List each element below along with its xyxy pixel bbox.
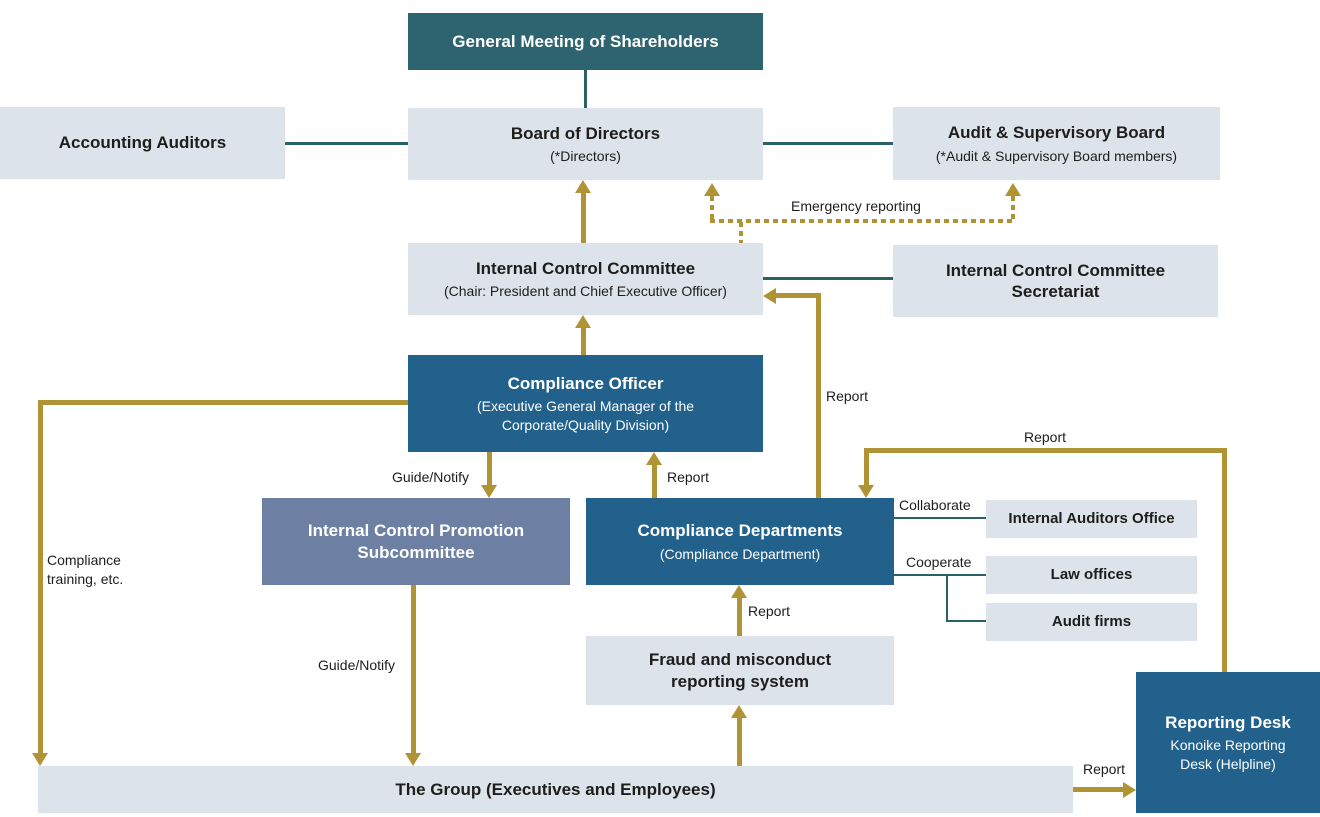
arrow-cd-to-icc-vertical bbox=[816, 293, 821, 498]
node-internal-auditors-office: Internal Auditors Office bbox=[986, 500, 1197, 538]
connector-icc-secretariat bbox=[763, 277, 893, 280]
label-collaborate: Collaborate bbox=[899, 497, 971, 513]
label-report-desk-to-cd: Report bbox=[1024, 429, 1067, 445]
arrowhead-co-to-subcommittee bbox=[481, 485, 497, 498]
node-audit-firms: Audit firms bbox=[986, 603, 1197, 641]
node-the-group-title: The Group (Executives and Employees) bbox=[395, 779, 716, 799]
label-report-cd-to-icc: Report bbox=[826, 388, 869, 404]
dashed-icc-stub bbox=[739, 222, 743, 243]
arrow-co-to-subcommittee-line bbox=[487, 452, 492, 485]
node-compliance-departments: Compliance Departments (Compliance Depar… bbox=[586, 498, 894, 585]
node-compliance-officer-subtitle: (Executive General Manager of the Corpor… bbox=[476, 398, 695, 433]
node-accounting-auditors-title: Accounting Auditors bbox=[58, 133, 227, 153]
node-audit-firms-title: Audit firms bbox=[1051, 612, 1132, 630]
label-guide-notify-bottom: Guide/Notify bbox=[318, 657, 396, 673]
node-internal-auditors-office-title: Internal Auditors Office bbox=[1008, 509, 1175, 527]
arrowhead-cd-to-co bbox=[646, 452, 662, 465]
arrow-cd-to-co-line bbox=[652, 465, 657, 498]
arrowhead-training-to-group bbox=[32, 753, 48, 766]
node-reporting-desk-title: Reporting Desk bbox=[1165, 713, 1291, 733]
arrowhead-fraud-to-cd bbox=[731, 585, 747, 598]
node-internal-control-committee-title: Internal Control Committee bbox=[475, 258, 696, 278]
arrow-desk-to-cd-horizontal bbox=[864, 448, 1227, 453]
label-guide-notify-top: Guide/Notify bbox=[392, 469, 470, 485]
arrow-cd-to-icc-horizontal bbox=[776, 293, 821, 298]
node-the-group: The Group (Executives and Employees) bbox=[38, 766, 1073, 813]
node-compliance-officer-title: Compliance Officer bbox=[507, 374, 664, 394]
arrow-icc-to-bod-line bbox=[581, 192, 586, 243]
connector-gms-bod bbox=[584, 70, 587, 108]
arrowhead-cd-to-icc bbox=[763, 288, 776, 304]
label-report-fraud-to-cd: Report bbox=[748, 603, 791, 619]
arrowhead-subcommittee-to-group bbox=[405, 753, 421, 766]
connector-bod-asb bbox=[763, 142, 893, 145]
node-accounting-auditors: Accounting Auditors bbox=[0, 107, 285, 179]
node-internal-control-committee: Internal Control Committee (Chair: Presi… bbox=[408, 243, 763, 315]
node-internal-control-committee-subtitle: (Chair: President and Chief Executive Of… bbox=[444, 283, 727, 300]
node-audit-supervisory-board: Audit & Supervisory Board (*Audit & Supe… bbox=[893, 107, 1220, 180]
node-audit-supervisory-board-title: Audit & Supervisory Board bbox=[947, 123, 1166, 143]
arrow-subcommittee-to-group-line bbox=[411, 585, 416, 753]
arrow-group-to-desk-line bbox=[1073, 787, 1123, 792]
node-compliance-departments-subtitle: (Compliance Department) bbox=[659, 545, 821, 562]
node-general-meeting: General Meeting of Shareholders bbox=[408, 13, 763, 70]
node-general-meeting-title: General Meeting of Shareholders bbox=[452, 31, 719, 51]
arrow-training-horizontal bbox=[38, 400, 408, 405]
node-icp-subcommittee: Internal Control Promotion Subcommittee bbox=[262, 498, 570, 585]
dashed-left-vertical bbox=[710, 196, 714, 219]
arrowhead-icc-to-bod bbox=[575, 180, 591, 193]
node-compliance-departments-title: Compliance Departments bbox=[637, 521, 843, 541]
node-icc-secretariat-title: Internal Control Committee Secretariat bbox=[945, 260, 1166, 301]
node-law-offices: Law offices bbox=[986, 556, 1197, 594]
connector-accounting-bod bbox=[285, 142, 408, 145]
arrowhead-emergency-to-asb bbox=[1005, 183, 1021, 196]
arrow-training-vertical bbox=[38, 400, 43, 753]
arrowhead-group-to-desk bbox=[1123, 782, 1136, 798]
node-reporting-desk-subtitle: Konoike Reporting Desk (Helpline) bbox=[1170, 737, 1286, 772]
node-icp-subcommittee-title: Internal Control Promotion Subcommittee bbox=[307, 521, 525, 562]
connector-cooperate-branch-vertical bbox=[946, 574, 948, 622]
node-board-of-directors-title: Board of Directors bbox=[510, 123, 661, 143]
connector-cooperate bbox=[894, 574, 986, 576]
arrow-desk-to-cd-vertical-right bbox=[1222, 448, 1227, 672]
label-emergency-reporting: Emergency reporting bbox=[791, 198, 921, 214]
node-compliance-officer: Compliance Officer (Executive General Ma… bbox=[408, 355, 763, 452]
node-board-of-directors-subtitle: (*Directors) bbox=[550, 148, 621, 165]
arrowhead-group-to-fraud bbox=[731, 705, 747, 718]
label-compliance-training: Compliance training, etc. bbox=[47, 552, 124, 587]
node-law-offices-title: Law offices bbox=[1050, 565, 1133, 583]
node-board-of-directors: Board of Directors (*Directors) bbox=[408, 108, 763, 180]
arrow-group-to-fraud-line bbox=[737, 718, 742, 766]
dashed-horizontal bbox=[710, 219, 1015, 223]
label-cooperate: Cooperate bbox=[906, 554, 972, 570]
arrow-co-to-icc-line bbox=[581, 328, 586, 355]
arrow-desk-to-cd-vertical-left bbox=[864, 448, 869, 485]
node-fraud-reporting-system: Fraud and misconduct reporting system bbox=[586, 636, 894, 705]
arrowhead-desk-to-cd bbox=[858, 485, 874, 498]
node-audit-supervisory-board-subtitle: (*Audit & Supervisory Board members) bbox=[935, 147, 1178, 164]
dashed-right-vertical bbox=[1011, 196, 1015, 219]
connector-collaborate bbox=[894, 517, 986, 519]
label-report-cd-to-co: Report bbox=[667, 469, 710, 485]
arrowhead-co-to-icc bbox=[575, 315, 591, 328]
connector-cooperate-branch-horizontal bbox=[946, 620, 986, 622]
arrow-fraud-to-cd-line bbox=[737, 598, 742, 636]
node-fraud-reporting-system-title: Fraud and misconduct reporting system bbox=[648, 650, 832, 691]
arrowhead-emergency-to-bod bbox=[704, 183, 720, 196]
node-reporting-desk: Reporting Desk Konoike Reporting Desk (H… bbox=[1136, 672, 1320, 813]
label-report-group-to-desk: Report bbox=[1083, 761, 1126, 777]
node-icc-secretariat: Internal Control Committee Secretariat bbox=[893, 245, 1218, 317]
